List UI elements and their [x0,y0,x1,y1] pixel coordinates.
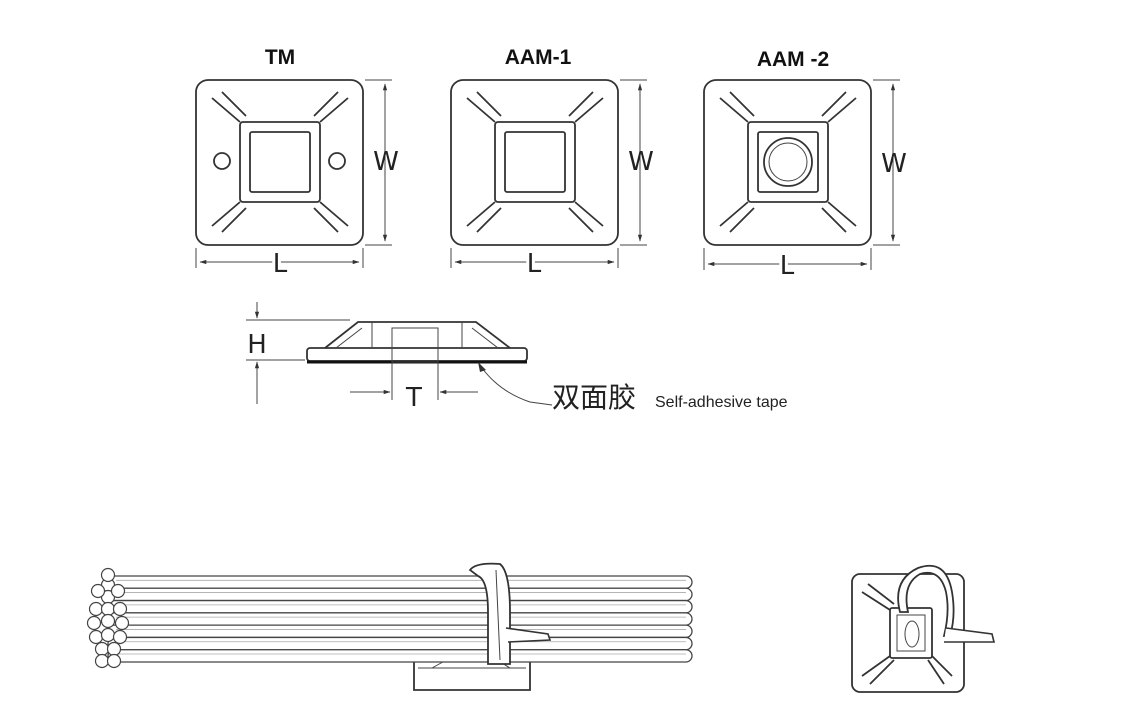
wire-end [114,615,130,631]
wire [107,587,693,602]
wire-end [94,653,110,669]
mount-aam-2-outline [703,79,872,246]
cable-tie-bundle [468,562,552,665]
cable-bundle-illustration [86,562,693,691]
dimension-h [246,302,350,404]
wire [107,649,693,663]
tape-leader [478,362,553,406]
wire [107,599,693,614]
mount-tm-outline [195,79,364,246]
dimension-l-tm [195,248,364,268]
wire-end [100,567,116,583]
dim-label-l-aam-2: L [780,251,795,281]
wire-end [106,653,122,669]
mount-hole-right [328,152,346,170]
model-title-tm: TM [265,46,295,69]
wire-end [88,601,104,617]
dimension-t [350,362,478,400]
model-title-aam-1: AAM-1 [505,46,572,69]
wire [107,624,693,639]
mount-tm: TM W L [195,46,399,282]
side-view-body [306,321,528,364]
dimension-w-aam-2 [873,79,900,246]
dimension-w-tm [365,79,392,246]
mount-aam-2: AAM -2 W L [703,48,907,284]
wire [107,612,693,626]
wire-end [106,641,122,657]
mount-hole-left [213,152,231,170]
mount-aam-1-outline [450,79,619,246]
wire-end [100,613,116,629]
tape-label-en: Self-adhesive tape [655,394,788,411]
mounted-tie-illustration [851,564,996,693]
wire-end [100,627,116,643]
dim-label-t: T [405,383,422,413]
wire-end [110,583,126,599]
dimension-l-aam-1 [450,248,619,268]
model-title-aam-2: AAM -2 [757,48,829,71]
side-view: H T 双面胶 Self-adhesive tape [246,302,788,414]
wire-end [112,601,128,617]
wire-end [112,629,128,645]
mount-aam-1: AAM-1 W L [450,46,654,282]
wire-end [88,629,104,645]
wire-end [100,601,116,617]
tape-label-cn: 双面胶 [552,381,636,414]
wire-end [90,583,106,599]
dimension-w-aam-1 [620,79,647,246]
dim-label-h: H [247,330,267,360]
wire [107,575,693,589]
wire [107,636,693,651]
wire-end [86,615,102,631]
dim-label-l-tm: L [273,249,288,279]
dim-label-l-aam-1: L [527,249,542,279]
dimension-l-aam-2 [703,248,872,270]
center-ring-inner [768,142,808,182]
wire-bundle [86,567,693,669]
center-ring-outer [763,137,813,187]
dim-label-w-aam-1: W [628,147,654,177]
dim-label-w-aam-2: W [881,149,907,179]
wire-end [94,641,110,657]
dim-label-w-tm: W [373,147,399,177]
